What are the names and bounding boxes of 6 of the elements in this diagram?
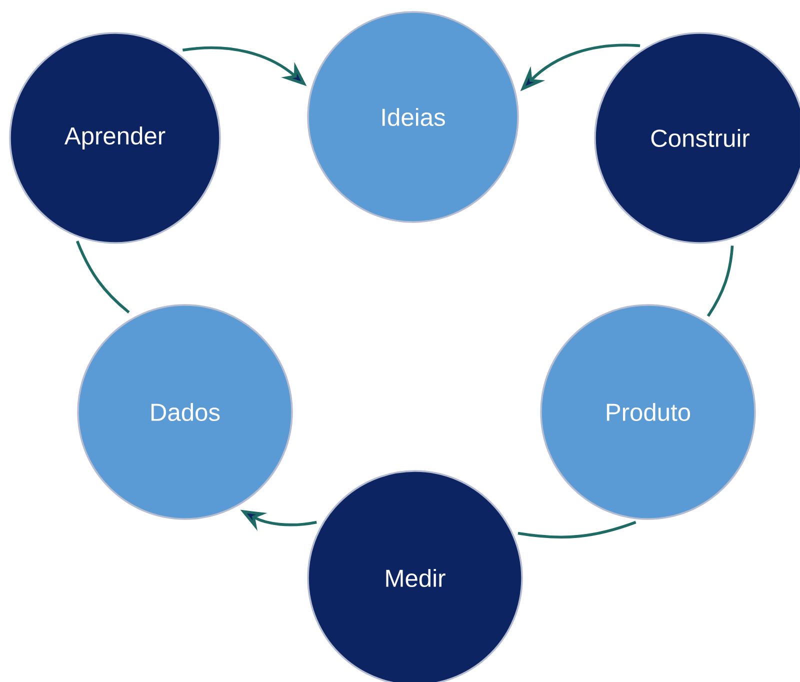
circle-node: Ideias — [307, 11, 519, 223]
circle-node: Dados — [77, 304, 293, 520]
circle-node: Medir — [307, 470, 523, 682]
circle-node: Construir — [594, 32, 800, 244]
circle-node: Aprender — [9, 32, 221, 244]
circle-node: Produto — [540, 304, 756, 520]
